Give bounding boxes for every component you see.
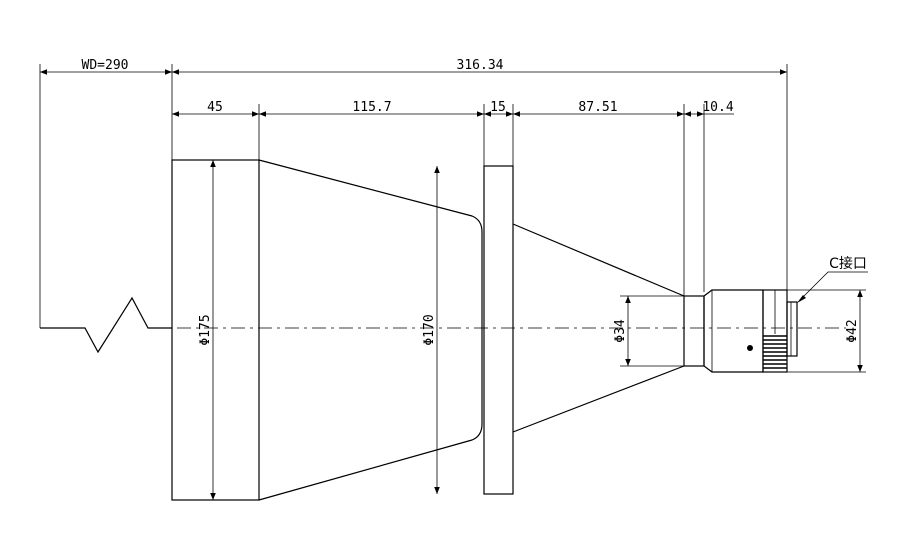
flange <box>483 165 514 495</box>
extension-lines <box>39 64 788 328</box>
dim-seg1-text: 45 <box>207 100 223 115</box>
dia-175-text: Φ175 <box>198 314 213 345</box>
diameter-34: Φ34 <box>613 295 684 367</box>
dimension-wd: WD=290 <box>40 58 172 75</box>
dia-170-text: Φ170 <box>422 314 437 345</box>
dim-wd-text: WD=290 <box>82 58 129 73</box>
dimension-total: 316.34 <box>172 58 787 75</box>
c-mount-callout: C接口 <box>797 255 868 303</box>
diameter-170: Φ170 <box>422 166 440 494</box>
dim-seg5-text: 10.4 <box>702 100 733 115</box>
focus-ring <box>703 289 764 373</box>
dia-34-text: Φ34 <box>613 319 628 343</box>
lens-body <box>171 159 798 501</box>
wd-break-line <box>40 296 172 354</box>
knurl-marks <box>763 335 787 369</box>
rear-tube <box>683 295 705 367</box>
dim-seg2-text: 115.7 <box>352 100 391 115</box>
c-mount-thread <box>786 301 798 357</box>
cone-section <box>258 159 483 501</box>
dim-seg3-text: 15 <box>490 100 506 115</box>
dia-42-text: Φ42 <box>845 319 860 342</box>
c-mount-label: C接口 <box>829 255 867 272</box>
dim-total-text: 316.34 <box>457 58 504 73</box>
lock-screw <box>747 345 753 351</box>
diameter-42: Φ42 <box>787 289 866 373</box>
rear-cone <box>512 223 685 433</box>
dimension-row-2: 45 115.7 15 87.51 10.4 <box>172 100 734 117</box>
dim-seg4-text: 87.51 <box>578 100 617 115</box>
front-barrel <box>171 159 260 501</box>
diameter-175: Φ175 <box>198 160 216 500</box>
